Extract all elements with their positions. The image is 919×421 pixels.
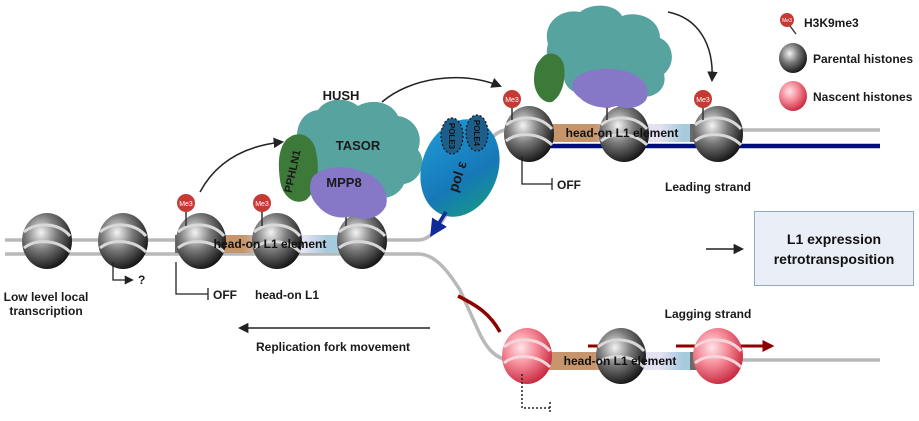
svg-text:Me3: Me3 bbox=[505, 97, 519, 104]
hush-complex-top bbox=[534, 5, 672, 108]
pol-movement-arrow bbox=[430, 211, 448, 237]
nascent-nucleosome bbox=[693, 328, 743, 384]
svg-text:Me3: Me3 bbox=[696, 97, 710, 104]
pole4-subunit: POLE4 bbox=[465, 114, 489, 152]
legend-parental-label: Parental histones bbox=[813, 52, 913, 66]
repression-off-right bbox=[521, 156, 553, 190]
element-label-lagging: head-on L1 element bbox=[564, 354, 677, 368]
off-label-right: OFF bbox=[557, 178, 581, 192]
hush-recruit-arrow bbox=[199, 137, 285, 193]
result-line-2: retrotransposition bbox=[773, 250, 895, 267]
me3-mark: Me3 bbox=[503, 90, 521, 120]
legend-nascent-icon bbox=[779, 81, 807, 111]
lagging-strand-label: Lagging strand bbox=[665, 307, 752, 321]
leading-strand-label: Leading strand bbox=[665, 180, 751, 194]
legend-parental-icon bbox=[779, 43, 807, 73]
parental-nucleosome bbox=[504, 106, 554, 162]
svg-text:Me3: Me3 bbox=[782, 18, 792, 24]
hush-complex bbox=[278, 99, 423, 219]
result-box: L1 expression retrotransposition bbox=[754, 211, 914, 286]
mpp8-subunit bbox=[310, 167, 387, 219]
svg-text:Me3: Me3 bbox=[179, 201, 193, 208]
parental-nucleosome bbox=[693, 106, 743, 162]
head-on-l1-label: head-on L1 bbox=[255, 288, 319, 302]
legend-nascent-label: Nascent histones bbox=[813, 90, 913, 104]
me3-mark: Me3 bbox=[694, 90, 712, 120]
off-label-left: OFF bbox=[213, 288, 237, 302]
parental-nucleosome bbox=[22, 213, 72, 269]
me3-mark: Me3 bbox=[177, 194, 195, 226]
result-line-1: L1 expression bbox=[786, 230, 882, 247]
hush-label: HUSH bbox=[323, 88, 360, 103]
mpp8-label: MPP8 bbox=[326, 175, 361, 190]
parental-nucleosome bbox=[98, 213, 148, 269]
legend-me3-icon: Me3 bbox=[780, 13, 797, 35]
parental-nucleosome bbox=[337, 213, 387, 269]
svg-text:POLE3: POLE3 bbox=[447, 123, 456, 150]
question-label: ? bbox=[138, 273, 145, 287]
hush-travel-arrow bbox=[381, 76, 502, 103]
svg-text:POLE4: POLE4 bbox=[472, 120, 481, 147]
hush-spreading-arrow bbox=[667, 11, 718, 83]
lagging-strand bbox=[457, 294, 502, 333]
parental-nucleosome bbox=[596, 328, 646, 384]
fork-movement-label: Replication fork movement bbox=[256, 340, 410, 354]
element-label-main: head-on L1 element bbox=[214, 237, 327, 251]
low-level-label-1: Low level local bbox=[4, 290, 89, 304]
tasor-label: TASOR bbox=[336, 138, 381, 153]
nascent-nucleosome bbox=[502, 328, 552, 384]
element-label-leading: head-on L1 element bbox=[566, 126, 679, 140]
me3-mark: Me3 bbox=[253, 194, 271, 226]
legend-h3k9me3-label: H3K9me3 bbox=[804, 16, 859, 30]
repression-off-left bbox=[175, 262, 209, 300]
parental-nucleosome bbox=[252, 213, 302, 269]
transcription-arrow-question bbox=[112, 262, 134, 285]
low-level-label-2: transcription bbox=[9, 304, 82, 318]
svg-text:Me3: Me3 bbox=[255, 201, 269, 208]
legend: Me3 H3K9me3 Parental histones Nascent hi… bbox=[779, 13, 913, 111]
parental-nucleosome bbox=[176, 213, 226, 269]
pphln1-subunit bbox=[278, 134, 318, 202]
pole3-subunit: POLE3 bbox=[440, 117, 464, 155]
repression-dotted bbox=[521, 374, 551, 414]
parental-nucleosome bbox=[599, 106, 649, 162]
